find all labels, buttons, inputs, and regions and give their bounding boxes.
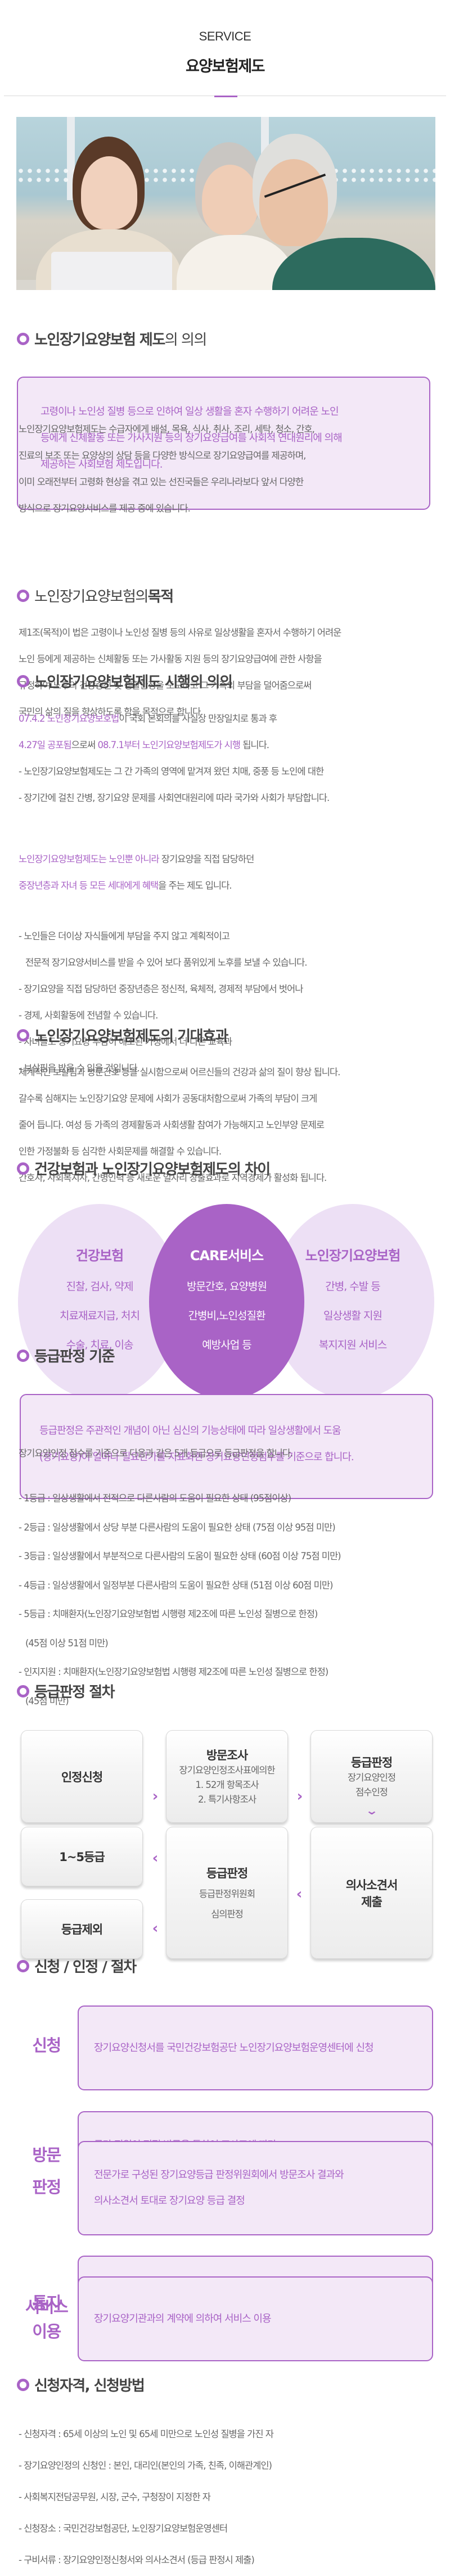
ring-bullet-icon <box>17 1685 29 1697</box>
step-label-visit: 방문 <box>32 2145 61 2165</box>
person-face <box>81 156 137 229</box>
arrow-left-icon: ‹ <box>152 1850 159 1867</box>
enforcement-bullets: - 노인들은 더이상 자식들에게 부담을 주지 않고 계획적이고 전문적 장기요… <box>19 931 307 1074</box>
arrow-left-icon: ‹ <box>296 1886 303 1903</box>
section-heading-grade-criteria: 등급판정 기준 <box>17 1345 115 1366</box>
enforcement-paragraph: 07.4.2 노인장기요양보호법이 국회 본회의를 사실상 만장일치로 통과 후… <box>19 705 330 811</box>
step-box-apply: 장기요양신청서를 국민건강보험공단 노인장기요양보험운영센터에 신청 <box>78 2005 433 2090</box>
enforcement-line: 4.27일 공포됨으로써 08.7.1부터 노인기요양보험제도가 시행 됩니다. <box>19 740 269 750</box>
ring-bullet-icon <box>17 1959 29 1972</box>
step-label-judge: 판정 <box>32 2177 61 2197</box>
grade-criteria-box: 등급판정은 주관적인 개념이 아닌 심신의 기능상태에 따라 일상생활에서 도움… <box>20 1394 433 1499</box>
page-eyebrow: SERVICE <box>199 29 251 43</box>
section-heading-grade-process: 등급판정 절차 <box>17 1681 115 1701</box>
ring-bullet-icon <box>17 1029 29 1042</box>
person-face <box>259 159 328 246</box>
ring-bullet-icon <box>17 589 29 602</box>
process-step-committee: 등급판정 등급판정위원회 심의판정 <box>166 1827 288 1959</box>
step-label-notify: 통지 <box>32 2293 61 2312</box>
process-step-doctor-opinion: 의사소견서 제출 <box>310 1827 433 1959</box>
process-step-judge: 등급판정 장기요양인정 점수인정 <box>310 1730 433 1823</box>
hero-photo <box>16 117 435 290</box>
process-result-excluded: 등급제외 <box>21 1899 143 1959</box>
ring-bullet-icon <box>17 332 29 345</box>
step-box-judge: 전문가로 구성된 장기요양등급 판정위원회에서 방문조사 결과와 의사소견서 토… <box>78 2141 433 2235</box>
section-heading-enforcement: 노인장기요양보험제도 시행의 의의 <box>17 671 233 691</box>
arrow-down-icon: ⌄ <box>365 1804 379 1817</box>
header-divider-accent <box>214 96 237 97</box>
section-heading-eligibility: 신청자격, 신청방법 <box>17 2374 145 2395</box>
section-heading-effects: 노인장기요양보험제도의 기대효과 <box>17 1025 228 1045</box>
enforcement-line: 07.4.2 노인장기요양보호법이 국회 본회의를 사실상 만장일치로 통과 후 <box>19 713 277 724</box>
ring-bullet-icon <box>17 674 29 687</box>
process-step-visit: 방문조사 장기요양인정조사표에의한 1. 52개 항목조사 2. 특기사항조사 <box>166 1730 288 1823</box>
step-label-service: 서비스 이용 <box>25 2297 69 2341</box>
arrow-right-icon: › <box>152 1788 159 1805</box>
meaning-paragraph: 노인장기요양보험제도는 수급자에게 배설, 목욕, 식사, 취사, 조리, 세탁… <box>19 424 315 514</box>
meaning-box-text: 고령이나 노인성 질병 등으로 인하여 일상 생활을 혼자 수행하기 어려운 노… <box>40 406 343 470</box>
arrow-left-icon: ‹ <box>152 1920 159 1937</box>
effects-paragraph: 체계적인 보살핌과 방문간호 등을 실시함으로써 어르신들의 건강과 삶의 질이… <box>19 1067 340 1183</box>
arrow-right-icon: › <box>296 1788 303 1805</box>
ring-bullet-icon <box>17 1349 29 1362</box>
section-heading-purpose: 노인장기요양보험의 목적 <box>17 585 174 606</box>
grade-list: - 1등급 : 일상생활에서 전적으로 다른사람의 도움이 필요한 상태 (95… <box>19 1493 341 1706</box>
process-step-apply: 인정신청 <box>21 1730 143 1823</box>
circle-care-service: CARE서비스 방문간호, 요양병원 간병비,노인성질환 예방사업 등 <box>149 1204 304 1400</box>
page-title: 요양보험제도 <box>185 58 266 75</box>
eligibility-list: - 신청자격 : 65세 이상의 노인 및 65세 미만으로 노인성 질병을 가… <box>19 2429 274 2565</box>
step-box-service: 장기요양기관과의 계약에 의하여 서비스 이용 <box>78 2276 433 2361</box>
person-face <box>202 165 258 235</box>
meaning-definition-box: 고령이나 노인성 질병 등으로 인하여 일상 생활을 혼자 수행하기 어려운 노… <box>17 377 430 510</box>
enforcement-benefit: 노인장기요양보험제도는 노인뿐 아니라 장기요양을 직접 담당하던 중장년층과 … <box>19 854 254 891</box>
process-result-grade: 1~5등급 <box>21 1827 143 1886</box>
laptop <box>51 252 172 290</box>
ring-bullet-icon <box>17 2378 29 2391</box>
section-heading-application: 신청 / 인정 / 절차 <box>17 1955 137 1976</box>
step-label-apply: 신청 <box>32 2036 61 2055</box>
section-heading-difference: 건강보험과 노인장기요양보험제도의 차이 <box>17 1158 271 1179</box>
purpose-paragraph: 제1조(목적)이 법은 고령이나 노인성 질병 등의 사유로 일상생활을 혼자서… <box>19 627 341 717</box>
grade-criteria-intro: 장기요양인정 점수를 기준으로 다음과 같은 5개 등급으로 등급판정을 합니다… <box>19 1448 293 1459</box>
ring-bullet-icon <box>17 1162 29 1175</box>
